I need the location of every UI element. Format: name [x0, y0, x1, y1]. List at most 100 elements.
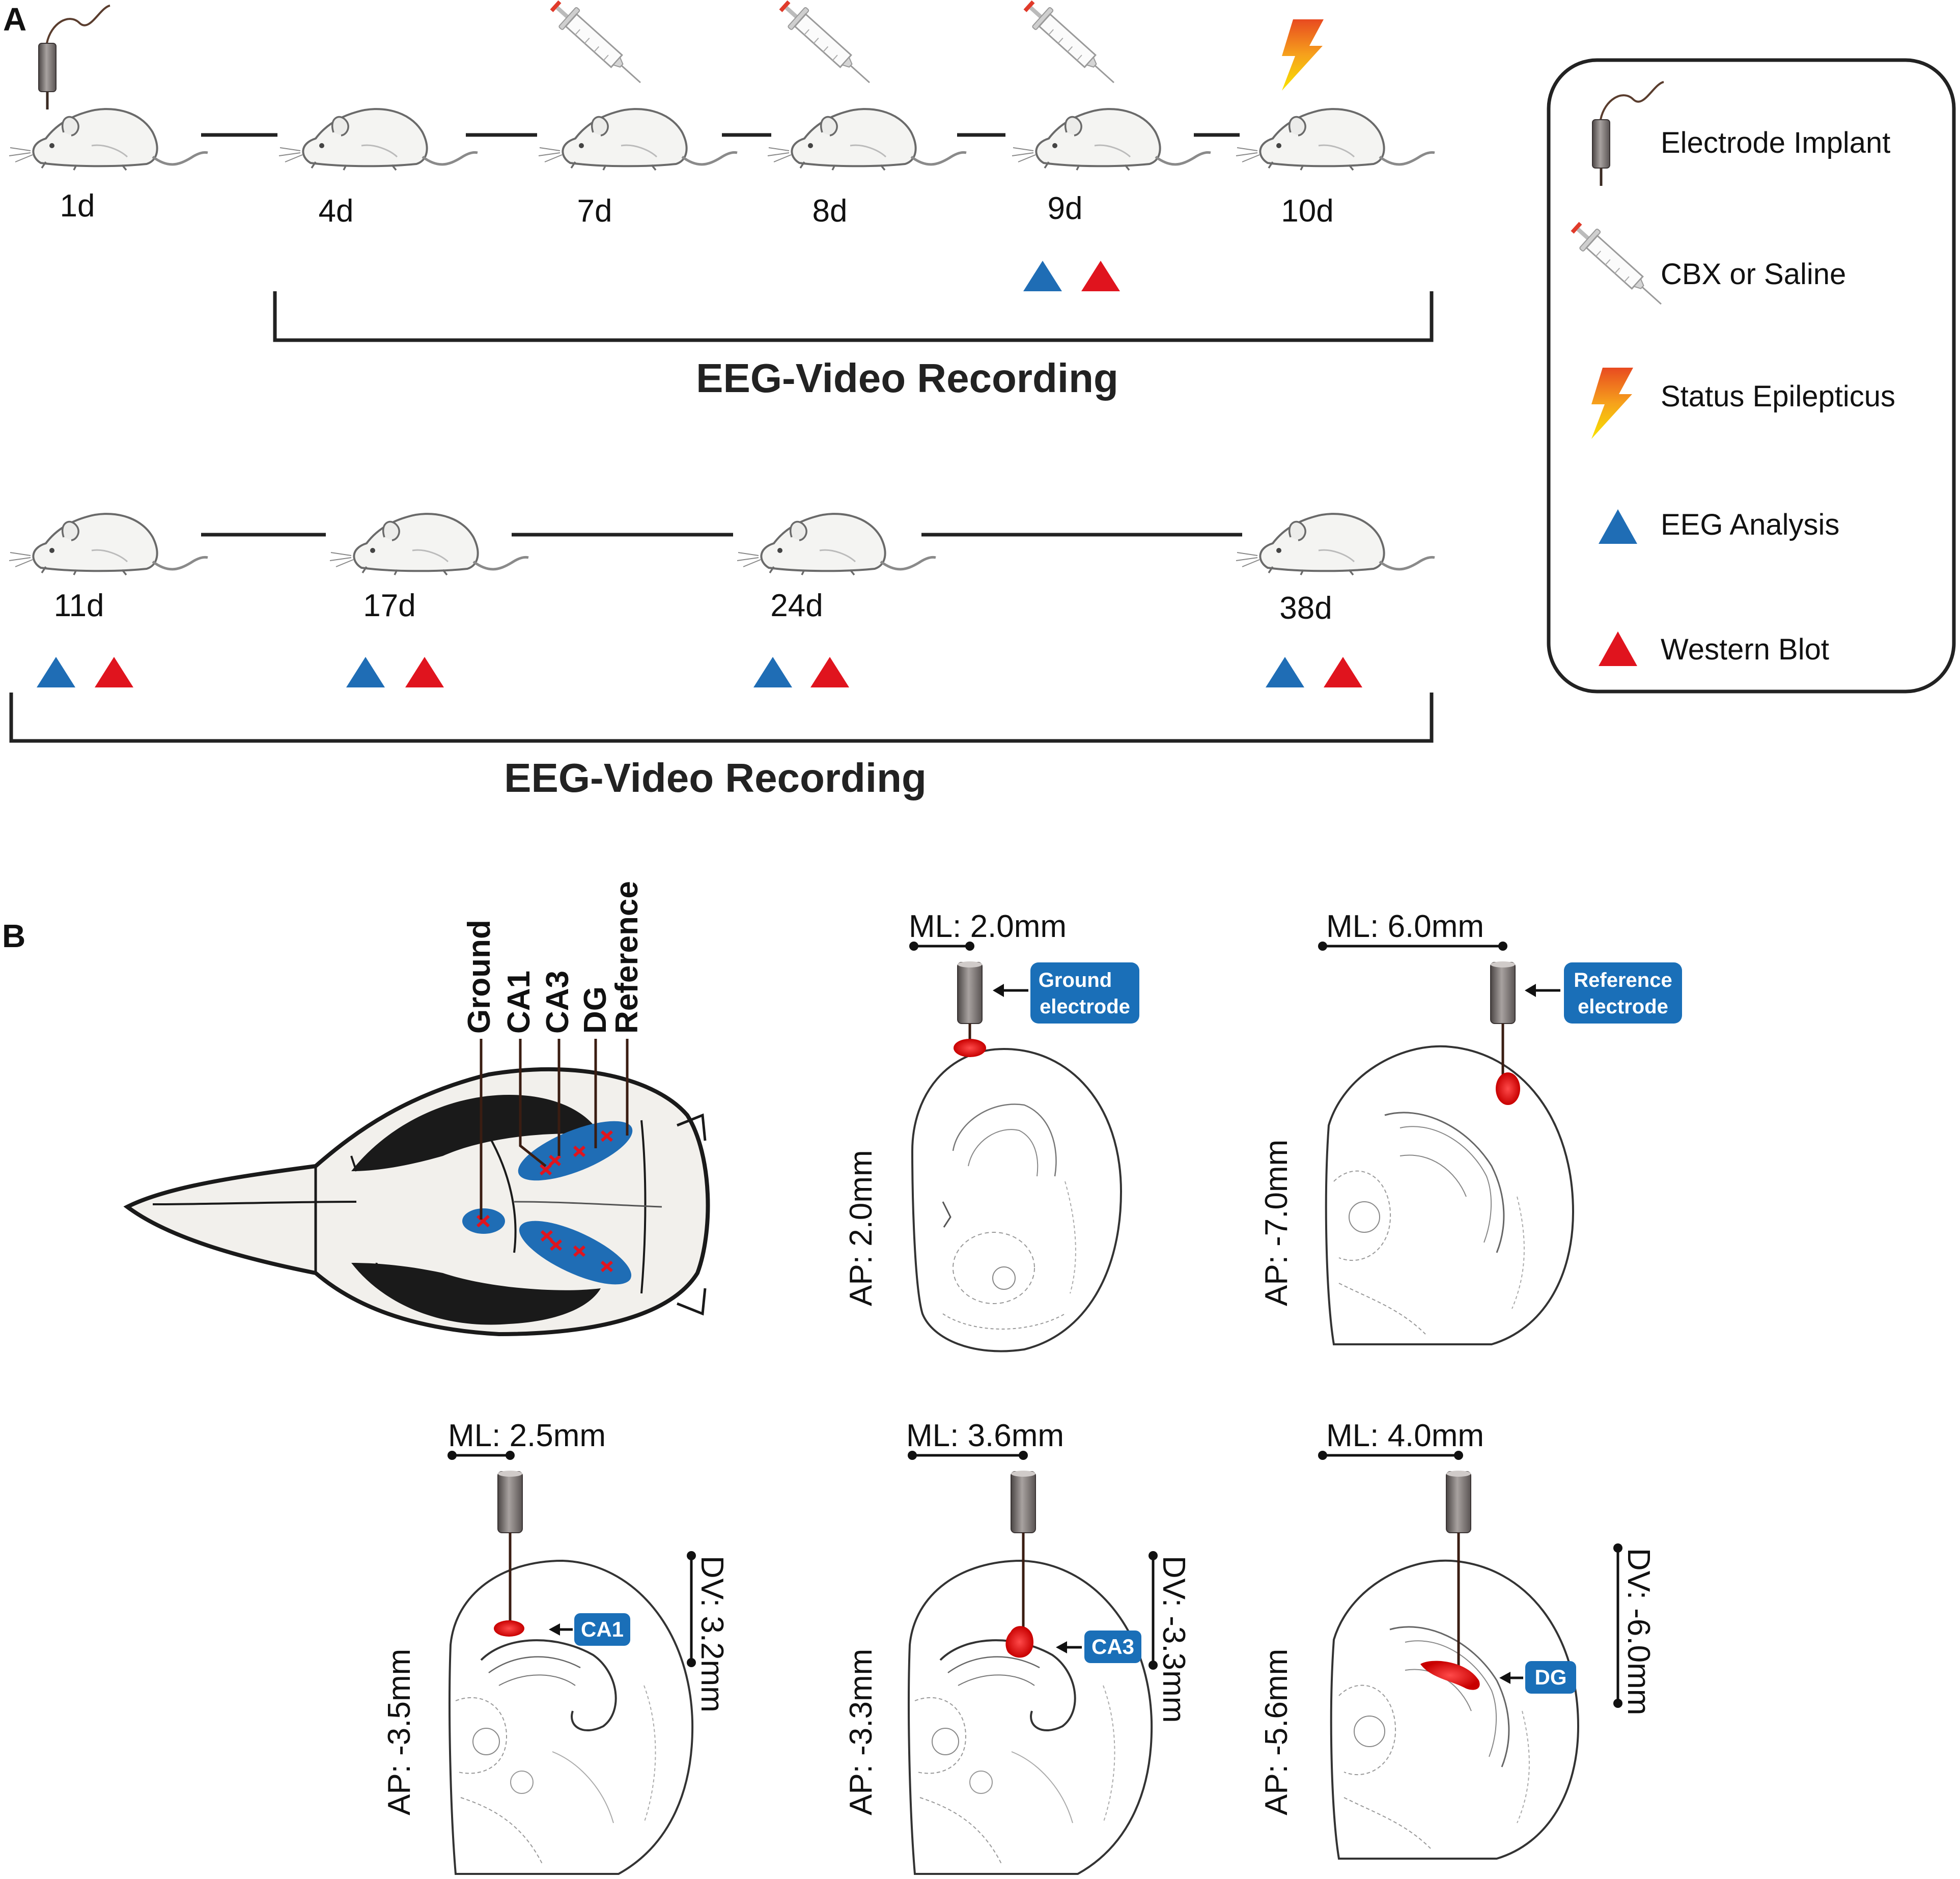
ap-label: AP: -7.0mm	[1259, 1140, 1294, 1306]
timeline2-mice	[9, 514, 1435, 575]
mouse-icon	[1012, 109, 1211, 170]
target-spot	[1420, 1661, 1480, 1690]
electrode-tag-text: Reference	[1574, 969, 1672, 991]
brain-section-hippocampal	[908, 1560, 1153, 1875]
electrode-tag	[1564, 962, 1682, 1024]
skull-drawing: Ground CA1 CA3 DG Reference	[123, 881, 710, 1337]
electrode-tag	[1525, 1661, 1576, 1694]
ap-label: AP: -5.6mm	[1259, 1649, 1294, 1815]
legend-label: Electrode Implant	[1661, 126, 1890, 159]
dv-label: DV: 3.2mm	[694, 1556, 730, 1712]
day-label: 7d	[577, 194, 612, 229]
eeg-analysis-marker	[753, 657, 792, 687]
electrode-tag	[1030, 962, 1139, 1024]
recording-bracket-2	[9, 693, 1434, 743]
ml-label: ML: 2.0mm	[909, 909, 1067, 944]
red-triangle-icon	[1599, 631, 1637, 666]
day-label: 9d	[1048, 191, 1083, 226]
recording-label-1: EEG-Video Recording	[696, 355, 1118, 401]
electrode-icon	[39, 6, 110, 109]
recording-label-2: EEG-Video Recording	[504, 755, 927, 800]
mouse-icon	[9, 514, 208, 575]
day-label: 1d	[60, 188, 95, 224]
mouse-icon	[737, 514, 936, 575]
probe-icon	[957, 961, 983, 1024]
ap-label: AP: 2.0mm	[844, 1150, 879, 1306]
mouse-icon	[768, 109, 966, 170]
day-label: 10d	[1281, 194, 1333, 229]
ap-label: AP: -3.5mm	[382, 1649, 417, 1815]
section-ca1: ML: 2.5mm CA1 DV: 3.2mm AP: -3.5mm	[382, 1418, 730, 1875]
western-blot-marker	[810, 657, 849, 687]
day-label: 4d	[319, 194, 354, 229]
brain-section-caudal	[1325, 1045, 1574, 1345]
section-ca3: ML: 3.6mm CA3 DV: -3.3mm AP: -3.3mm	[844, 1418, 1191, 1875]
timeline1-mice	[9, 109, 1435, 170]
ml-label: ML: 6.0mm	[1326, 909, 1484, 944]
legend-label: EEG Analysis	[1661, 508, 1839, 541]
skull-label: CA1	[501, 971, 537, 1034]
ml-label: ML: 4.0mm	[1326, 1418, 1484, 1453]
lightning-icon	[1282, 19, 1324, 91]
target-spot	[494, 1620, 524, 1637]
legend: Electrode Implant CBX or Saline Status E…	[1547, 58, 1956, 694]
brain-section-hippocampal	[449, 1560, 694, 1875]
electrode-tag-text: CA1	[581, 1617, 624, 1641]
mouse-icon	[539, 109, 737, 170]
mouse-icon	[9, 109, 208, 170]
probe-icon	[1446, 1470, 1471, 1533]
probe-icon	[1011, 1470, 1036, 1533]
skull-label: DG	[578, 986, 613, 1034]
eeg-analysis-marker	[346, 657, 385, 687]
dv-label: DV: -3.3mm	[1156, 1556, 1191, 1723]
skull-label: Ground	[462, 920, 497, 1034]
electrode-tag	[574, 1613, 630, 1646]
electrode-tag-text: CA3	[1091, 1635, 1134, 1659]
section-reference: ML: 6.0mm Reference electrode AP: -7.0mm	[1259, 909, 1682, 1345]
mouse-icon	[330, 514, 528, 575]
brain-section-rostral	[911, 1048, 1122, 1352]
probe-icon	[497, 1470, 523, 1533]
day-label: 24d	[770, 588, 823, 623]
electrode-tag-text: electrode	[1578, 996, 1668, 1018]
mouse-icon	[1236, 514, 1435, 575]
blue-triangle-icon	[1599, 509, 1637, 544]
section-ground: ML: 2.0mm Ground electrode AP: 2.0mm	[844, 909, 1139, 1352]
ml-label: ML: 3.6mm	[906, 1418, 1064, 1453]
electrode-tag-text: electrode	[1040, 996, 1130, 1018]
western-blot-marker	[1324, 657, 1362, 687]
ml-label: ML: 2.5mm	[448, 1418, 606, 1453]
day-label: 38d	[1279, 591, 1332, 626]
western-blot-marker	[1081, 261, 1120, 291]
day-label: 11d	[54, 588, 104, 623]
eeg-analysis-marker	[37, 657, 75, 687]
mouse-icon	[1236, 109, 1435, 170]
timeline2-markers	[37, 657, 1362, 687]
dv-label: DV: -6.0mm	[1621, 1548, 1656, 1715]
target-spot	[954, 1039, 986, 1057]
target-spot	[1496, 1072, 1520, 1105]
ap-label: AP: -3.3mm	[844, 1649, 879, 1815]
mouse-icon	[279, 109, 478, 170]
electrode-tag-text: DG	[1535, 1665, 1567, 1689]
panel-b-label: B	[2, 918, 25, 954]
skull-label: CA3	[540, 971, 575, 1034]
legend-label: Status Epilepticus	[1661, 380, 1895, 413]
day-label: 8d	[813, 194, 848, 229]
legend-label: Western Blot	[1661, 633, 1829, 666]
syringe-icon	[773, 0, 879, 94]
legend-label: CBX or Saline	[1661, 258, 1846, 291]
electrode-tag	[1084, 1631, 1141, 1663]
western-blot-marker	[95, 657, 133, 687]
probe-icon	[1490, 961, 1516, 1024]
eeg-analysis-marker	[1266, 657, 1304, 687]
brain-section-caudal	[1330, 1559, 1579, 1860]
day-label: 17d	[363, 588, 415, 623]
legend-box	[1547, 58, 1956, 694]
recording-bracket-1	[273, 291, 1434, 342]
eeg-analysis-marker	[1023, 261, 1062, 291]
electrode-tag-text: Ground	[1039, 969, 1112, 991]
western-blot-marker	[405, 657, 444, 687]
syringe-icon	[1018, 0, 1124, 94]
